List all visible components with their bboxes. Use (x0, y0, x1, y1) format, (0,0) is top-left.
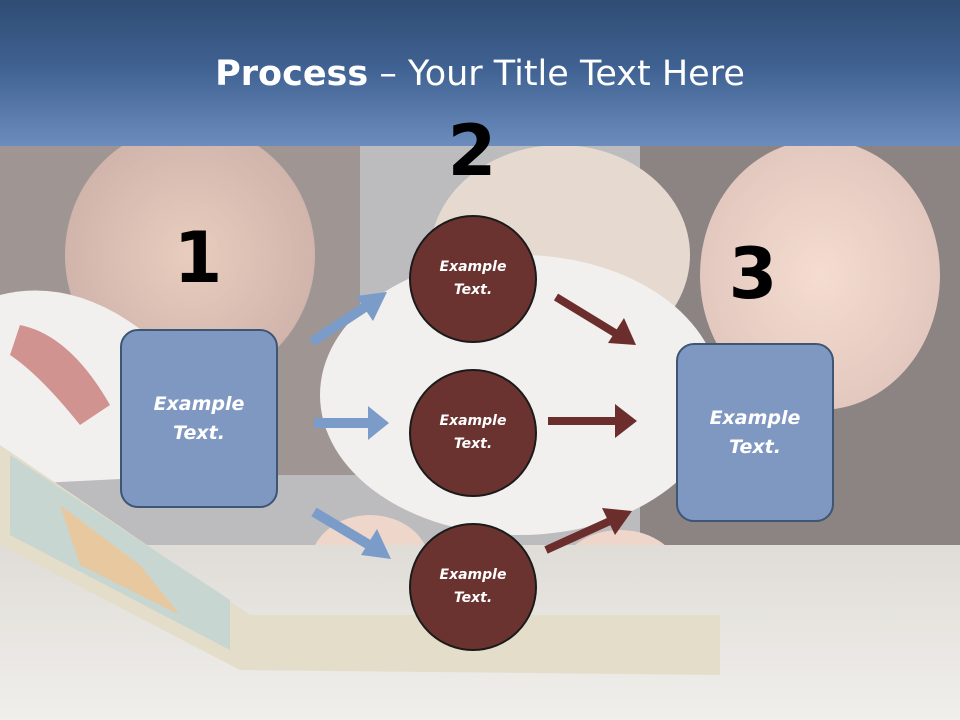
title-bar (0, 0, 960, 146)
arrow-to-circle-1 (309, 292, 387, 347)
right-box-text: Example Text. (709, 406, 801, 458)
slide-title: Process – Your Title Text Here (0, 52, 960, 96)
blue-arrows (309, 292, 391, 559)
left-text-box: Example Text. (120, 329, 278, 508)
step-number-3: 3 (728, 233, 778, 315)
title-rest: – Your Title Text Here (368, 54, 745, 94)
circle-2-text: Example Text. (439, 413, 507, 452)
circle-3: Example Text. (409, 523, 537, 651)
red-arrows (544, 293, 637, 554)
step-number-2: 2 (447, 110, 497, 192)
arrow-from-circle-1 (553, 293, 636, 345)
step-number-1: 1 (173, 217, 223, 299)
left-box-text: Example Text. (153, 392, 245, 444)
arrow-to-circle-2 (314, 406, 389, 440)
circle-3-text: Example Text. (439, 567, 507, 606)
circle-2: Example Text. (409, 369, 537, 497)
arrow-from-circle-3 (544, 508, 632, 554)
arrow-from-circle-2 (548, 404, 637, 438)
circle-1-text: Example Text. (439, 259, 507, 298)
circle-1: Example Text. (409, 215, 537, 343)
right-text-box: Example Text. (676, 343, 834, 522)
title-bold: Process (215, 54, 369, 94)
arrow-to-circle-3 (311, 507, 391, 559)
